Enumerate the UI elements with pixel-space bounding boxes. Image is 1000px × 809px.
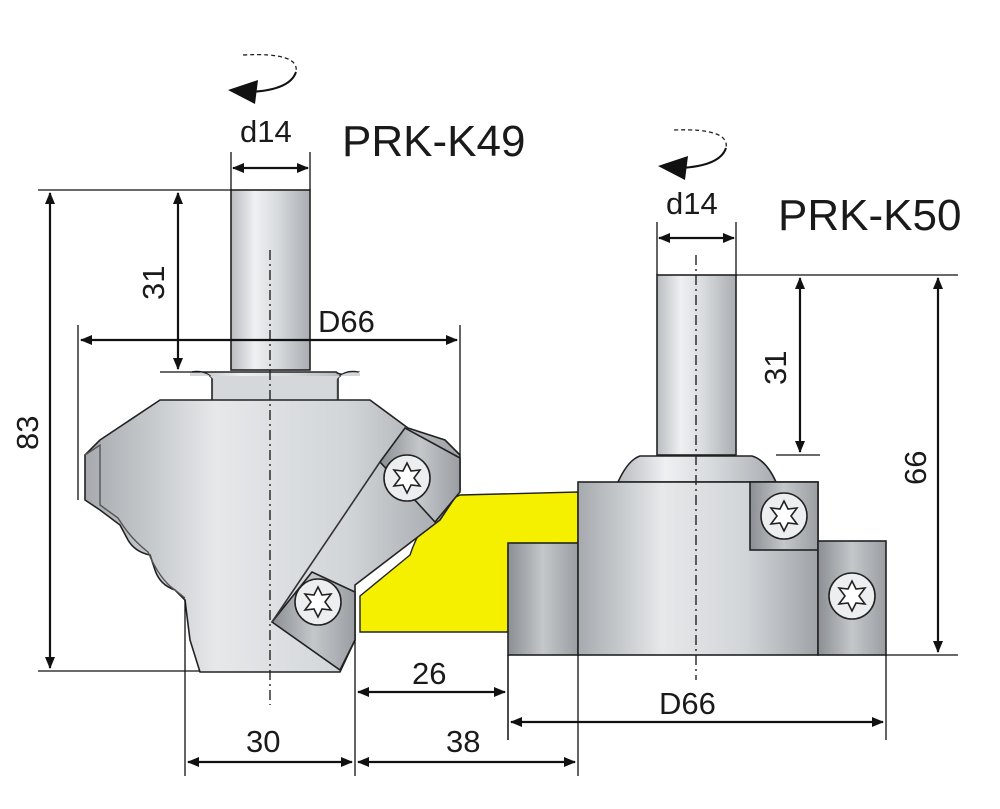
- left-title: PRK-K49: [342, 117, 525, 166]
- left-30-label: 30: [246, 724, 280, 759]
- right-collar: [616, 455, 778, 483]
- left-bottom-screw-icon: [294, 578, 342, 626]
- left-31-label: 31: [136, 266, 171, 300]
- right-side-screw-icon: [828, 572, 876, 620]
- right-title: PRK-K50: [778, 191, 961, 240]
- tenon-26-label: 26: [412, 656, 446, 691]
- right-D66-label: D66: [659, 686, 716, 721]
- left-D66-label: D66: [318, 304, 375, 339]
- left-body: [84, 399, 461, 673]
- left-83-label: 83: [10, 416, 45, 450]
- right-d14-label: d14: [666, 186, 718, 221]
- right-rotation-arrow-icon: [658, 129, 727, 180]
- right-66-label: 66: [898, 451, 933, 485]
- left-cutter: [84, 189, 461, 705]
- right-cutter: [507, 255, 887, 680]
- left-top-screw-icon: [383, 454, 431, 502]
- right-top-screw-icon: [760, 492, 808, 540]
- offset-38-label: 38: [446, 724, 480, 759]
- right-lower-left: [507, 542, 579, 656]
- left-d14-label: d14: [240, 114, 292, 149]
- right-31-label: 31: [758, 351, 793, 385]
- left-rotation-arrow-icon: [228, 53, 297, 104]
